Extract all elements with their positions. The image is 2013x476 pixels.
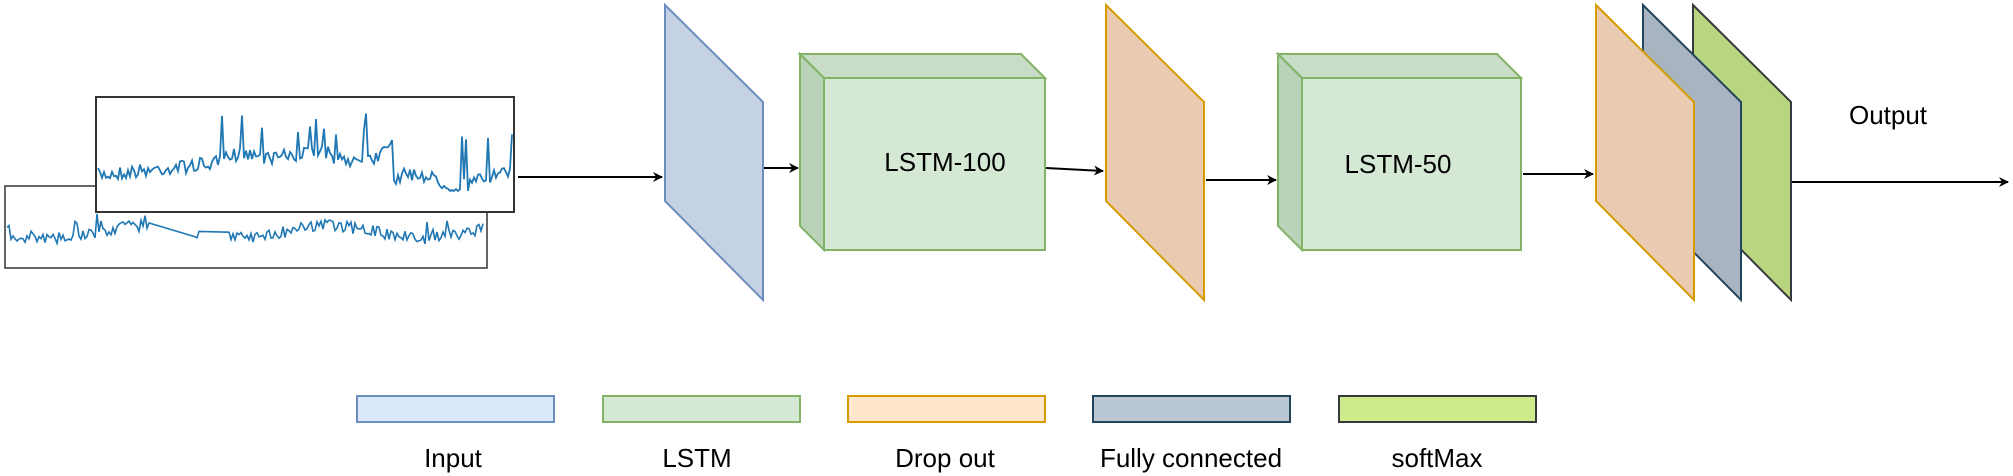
legend-label-dropout: Drop out (895, 443, 995, 473)
arrow-lstm100-to-dropout1 (1045, 165, 1104, 176)
lstm-50-top (1275, 53, 1524, 79)
input-layer (664, 2, 764, 303)
lstm-100-top (797, 53, 1048, 79)
legend-item-softmax: softMax (1338, 395, 1537, 473)
lstm-100-front (823, 77, 1046, 251)
legend-item-lstm: LSTM (602, 395, 801, 473)
lstm-50-side (1277, 51, 1303, 253)
dropout-layer-2 (1595, 2, 1695, 303)
lstm-50-label: LSTM-50 (1345, 149, 1452, 179)
legend-swatch-dropout (847, 395, 1046, 423)
lstm-100-label: LSTM-100 (884, 147, 1005, 177)
legend-swatch-lstm (602, 395, 801, 423)
input-signal-thumbnails (4, 96, 515, 269)
dropout-layer-1 (1105, 2, 1205, 303)
signal-trace-front (97, 113, 513, 193)
signal-trace-back (6, 213, 484, 247)
output-label: Output (1849, 100, 1928, 130)
legend-label-input: Input (424, 443, 483, 473)
legend-swatch-softmax (1338, 395, 1537, 423)
lstm-50-block: LSTM-50 (1275, 51, 1524, 253)
signal-plot-front (95, 96, 515, 213)
legend-item-input: Input (356, 395, 555, 473)
legend-label-lstm: LSTM (662, 443, 731, 473)
legend-item-fully-connected: Fully connected (1092, 395, 1291, 473)
legend: Input LSTM Drop out Fully connected soft… (356, 395, 1537, 473)
legend-item-dropout: Drop out (847, 395, 1046, 473)
legend-swatch-fully-connected (1092, 395, 1291, 423)
lstm-100-side (799, 51, 825, 253)
lstm-50-front (1301, 77, 1522, 251)
lstm-100-block: LSTM-100 (797, 51, 1048, 253)
legend-label-softmax: softMax (1391, 443, 1482, 473)
legend-swatch-input (356, 395, 555, 423)
legend-label-fully-connected: Fully connected (1100, 443, 1282, 473)
